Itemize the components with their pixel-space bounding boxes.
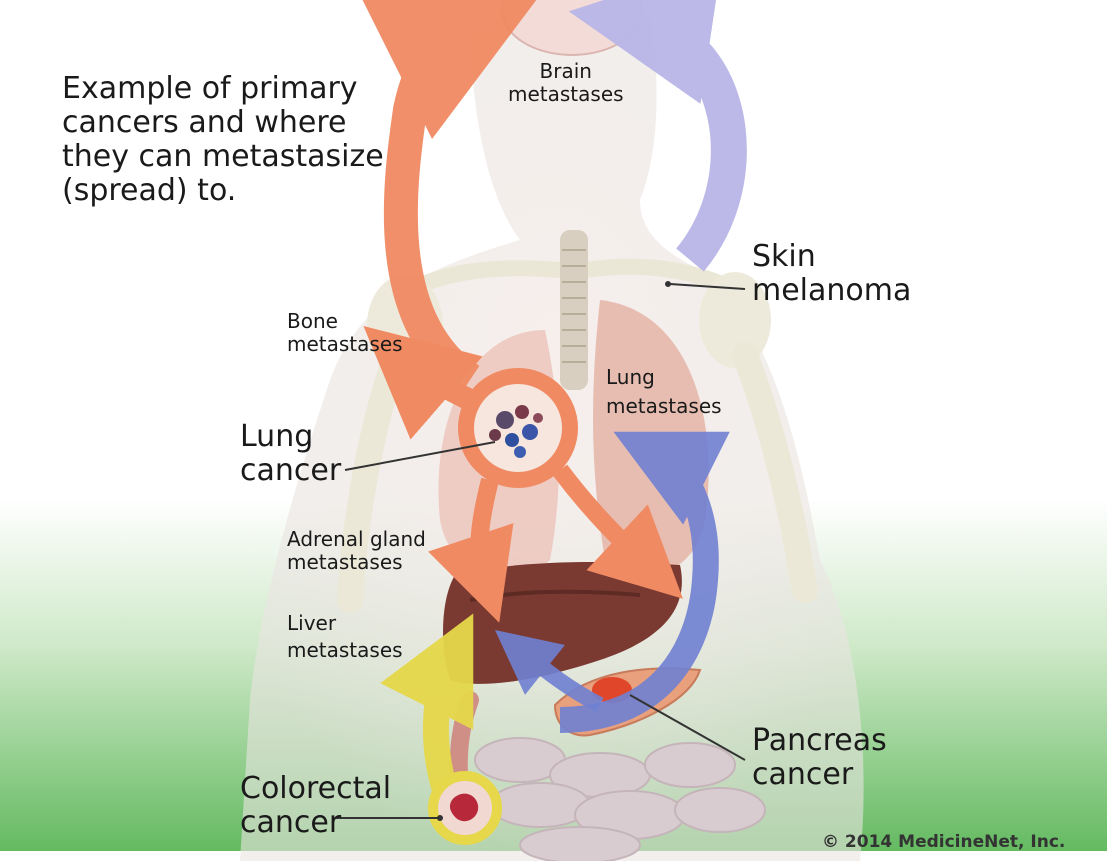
copyright-notice: © 2014 MedicineNet, Inc. bbox=[822, 832, 1065, 852]
label-lung-cancer-line-1: Lung bbox=[240, 420, 341, 454]
label-brain-metastases: Brain metastases bbox=[508, 60, 624, 106]
label-adrenal-line-2: metastases bbox=[287, 551, 426, 574]
intro-line-3: they can metastasize bbox=[62, 140, 384, 174]
yellow-arrow-to-liver bbox=[436, 660, 450, 790]
label-skin-line-1: Skin bbox=[752, 240, 911, 274]
label-adrenal-gland-metastases: Adrenal gland metastases bbox=[287, 528, 426, 574]
label-skin-line-2: melanoma bbox=[752, 274, 911, 308]
label-lung-met-line-2: metastases bbox=[606, 395, 722, 418]
skin-pointer-dot bbox=[665, 281, 671, 287]
intro-line-1: Example of primary bbox=[62, 72, 384, 106]
label-pancreas-line-1: Pancreas bbox=[752, 724, 887, 758]
label-lung-metastases: Lung metastases bbox=[606, 366, 722, 418]
colorectal-pointer-dot bbox=[437, 815, 443, 821]
label-pancreas-cancer: Pancreas cancer bbox=[752, 724, 887, 792]
label-bone-line-2: metastases bbox=[287, 333, 403, 356]
label-liver-metastases: Liver metastases bbox=[287, 612, 403, 662]
lung-cancer-ring bbox=[466, 376, 570, 480]
intro-line-4: (spread) to. bbox=[62, 174, 384, 208]
label-lung-cancer-line-2: cancer bbox=[240, 454, 341, 488]
label-pancreas-line-2: cancer bbox=[752, 758, 887, 792]
trachea bbox=[560, 230, 588, 390]
label-liver-line-1: Liver bbox=[287, 612, 403, 635]
label-lung-met-line-1: Lung bbox=[606, 366, 722, 389]
label-lung-cancer: Lung cancer bbox=[240, 420, 341, 488]
intro-line-2: cancers and where bbox=[62, 106, 384, 140]
intro-text: Example of primary cancers and where the… bbox=[62, 72, 384, 208]
label-adrenal-line-1: Adrenal gland bbox=[287, 528, 426, 551]
label-brain-line-2: metastases bbox=[508, 83, 624, 106]
label-bone-metastases: Bone metastases bbox=[287, 310, 403, 356]
orange-arrow-to-adrenal bbox=[480, 480, 490, 580]
label-skin-melanoma: Skin melanoma bbox=[752, 240, 911, 308]
label-brain-line-1: Brain bbox=[508, 60, 624, 83]
label-colorectal-cancer: Colorectal cancer bbox=[240, 772, 391, 840]
label-colorectal-line-1: Colorectal bbox=[240, 772, 391, 806]
label-colorectal-line-2: cancer bbox=[240, 806, 391, 840]
label-liver-line-2: metastases bbox=[287, 639, 403, 662]
label-bone-line-1: Bone bbox=[287, 310, 403, 333]
